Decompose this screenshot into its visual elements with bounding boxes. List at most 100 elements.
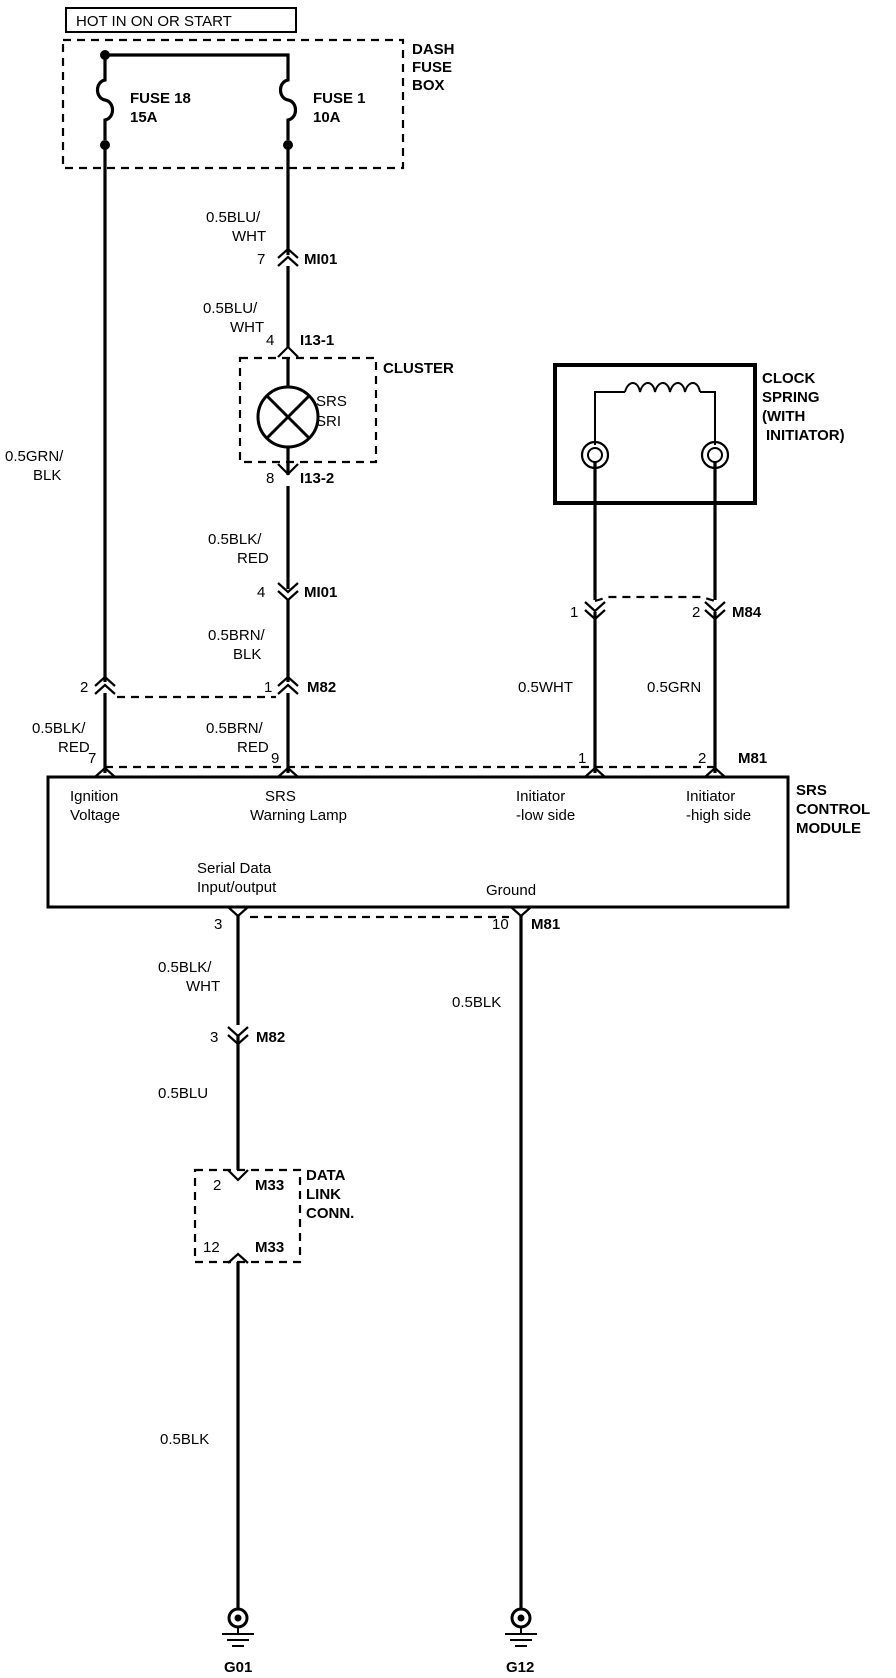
terminal-serial-data-line-2: Input/output — [197, 879, 277, 896]
i13-1-name: I13-1 — [300, 332, 334, 349]
ground-g12-icon — [505, 1607, 537, 1647]
connector-m82-pin3: 3 M82 — [210, 1026, 285, 1046]
m82-pin1-number: 1 — [264, 679, 272, 696]
terminal-ignition-line-1: Ignition — [70, 788, 118, 805]
wire-initiator-high-label: 0.5GRN — [647, 679, 701, 696]
m84-pin1-number: 1 — [570, 604, 578, 621]
srs-control-module: SRS CONTROL MODULE Ignition Voltage SRS … — [46, 775, 870, 909]
terminal-initiator-low-line-2: -low side — [516, 807, 575, 824]
mi01-upper-pin: 7 — [257, 251, 265, 268]
m81-pin3-number: 3 — [214, 916, 222, 933]
wire-cluster-out-label-line-1: 0.5BLK/ — [208, 531, 262, 548]
m81-pin2-number: 2 — [698, 750, 706, 767]
wire-fuse18-label-line-2: BLK — [33, 467, 61, 484]
mi01-upper-name: MI01 — [304, 251, 337, 268]
wire-m82-pin2-label-line-1: 0.5BLK/ — [32, 720, 86, 737]
fuse-18: FUSE 18 15A — [95, 55, 191, 150]
clock-spring-name-line-2: SPRING — [762, 389, 820, 406]
data-link-connector: 2 M33 12 M33 DATA LINK CONN. — [193, 1167, 354, 1264]
terminal-ignition-line-2: Voltage — [70, 807, 120, 824]
terminal-initiator-low-line-1: Initiator — [516, 788, 565, 805]
connector-m84: 1 2 M84 — [570, 595, 762, 621]
cluster-name: CLUSTER — [383, 360, 454, 377]
dlc-pin-bottom-name: M33 — [255, 1239, 284, 1256]
wire-m82-pin2-label-line-2: RED — [58, 739, 90, 756]
i13-2-pin: 8 — [266, 470, 274, 487]
m81-top-name: M81 — [738, 750, 767, 767]
srs-lamp-label-line-2: SRI — [316, 413, 341, 430]
fuse-box-name-line-2: FUSE — [412, 59, 452, 76]
clock-spring-name-line-4: INITIATOR) — [766, 427, 845, 444]
fuse-1-name: FUSE 1 — [313, 90, 366, 107]
fuse-18-name: FUSE 18 — [130, 90, 191, 107]
connector-mi01-lower: 4 MI01 — [257, 582, 337, 602]
dlc-pin-top-number: 2 — [213, 1177, 221, 1194]
m82-pin3-name: M82 — [256, 1029, 285, 1046]
wire-m82-pin1-label-line-2: RED — [237, 739, 269, 756]
dlc-name-line-1: DATA — [306, 1167, 346, 1184]
connector-m81-top: 7 9 1 2 M81 — [88, 750, 767, 778]
connector-m81-bottom: 3 10 M81 — [214, 906, 560, 933]
wire-dlc-ground-label: 0.5BLK — [160, 1431, 209, 1448]
module-name-line-3: MODULE — [796, 820, 861, 837]
connector-i13-2: 8 I13-2 — [266, 463, 334, 487]
dlc-name-line-3: CONN. — [306, 1205, 354, 1222]
m81-pin1-number: 1 — [578, 750, 586, 767]
cluster: CLUSTER SRS SRI — [238, 356, 454, 464]
connector-i13-1: 4 I13-1 — [266, 332, 334, 358]
ground-g01-label: G01 — [224, 1659, 252, 1676]
wire-cluster-out-label-line-2: RED — [237, 550, 269, 567]
power-header: HOT IN ON OR START — [65, 7, 297, 33]
dash-fuse-box: DASH FUSE BOX FUSE 18 15A FUSE 1 10A — [61, 38, 455, 170]
wire-mi01-lower-label-line-1: 0.5BRN/ — [208, 627, 266, 644]
fuse-1: FUSE 1 10A — [278, 66, 366, 150]
connector-m82: 2 1 M82 — [80, 675, 336, 699]
m82-name: M82 — [307, 679, 336, 696]
power-label: HOT IN ON OR START — [76, 13, 232, 30]
connector-mi01-upper: 7 MI01 — [257, 247, 337, 268]
terminal-srs-lamp-line-2: Warning Lamp — [250, 807, 347, 824]
wire-m82-pin1-label-line-1: 0.5BRN/ — [206, 720, 264, 737]
clock-spring-name-line-1: CLOCK — [762, 370, 815, 387]
terminal-ground-line-1: Ground — [486, 882, 536, 899]
module-name-line-2: CONTROL — [796, 801, 870, 818]
srs-lamp-icon — [256, 385, 320, 449]
module-name-line-1: SRS — [796, 782, 827, 799]
fuse-1-rating: 10A — [313, 109, 341, 126]
wire-mi01-lower-label-line-2: BLK — [233, 646, 261, 663]
wire-serial-label-line-1: 0.5BLK/ — [158, 959, 212, 976]
m81-pin9-number: 9 — [271, 750, 279, 767]
i13-1-pin: 4 — [266, 332, 274, 349]
fuse-box-name-line-1: DASH — [412, 41, 455, 58]
m84-pin2-number: 2 — [692, 604, 700, 621]
fuse-18-rating: 15A — [130, 109, 158, 126]
wire-serial-label-line-2: WHT — [186, 978, 220, 995]
fuse-box-name-line-3: BOX — [412, 77, 445, 94]
wire-fuse1-label-line-2: WHT — [232, 228, 266, 245]
clock-spring: CLOCK SPRING (WITH INITIATOR) — [553, 363, 845, 505]
i13-2-name: I13-2 — [300, 470, 334, 487]
terminal-initiator-high-line-2: -high side — [686, 807, 751, 824]
srs-lamp-label-line-1: SRS — [316, 393, 347, 410]
m82-pin3-number: 3 — [210, 1029, 218, 1046]
wire-fuse18-label-line-1: 0.5GRN/ — [5, 448, 64, 465]
terminal-serial-data-line-1: Serial Data — [197, 860, 272, 877]
dlc-pin-bottom-number: 12 — [203, 1239, 220, 1256]
m81-bottom-name: M81 — [531, 916, 560, 933]
dlc-name-line-2: LINK — [306, 1186, 341, 1203]
wire-fuse1-label-line-1: 0.5BLU/ — [206, 209, 261, 226]
ground-g01-icon — [222, 1607, 254, 1647]
clock-spring-name-line-3: (WITH — [762, 408, 805, 425]
mi01-lower-pin: 4 — [257, 584, 265, 601]
wire-m82-pin3-label: 0.5BLU — [158, 1085, 208, 1102]
dlc-pin-top-name: M33 — [255, 1177, 284, 1194]
mi01-lower-name: MI01 — [304, 584, 337, 601]
m82-pin2-number: 2 — [80, 679, 88, 696]
wire-mi01-cluster-label-line-2: WHT — [230, 319, 264, 336]
m81-pin10-number: 10 — [492, 916, 509, 933]
wire-initiator-low-label: 0.5WHT — [518, 679, 573, 696]
m81-pin7-number: 7 — [88, 750, 96, 767]
wire-ground-label: 0.5BLK — [452, 994, 501, 1011]
terminal-initiator-high-line-1: Initiator — [686, 788, 735, 805]
